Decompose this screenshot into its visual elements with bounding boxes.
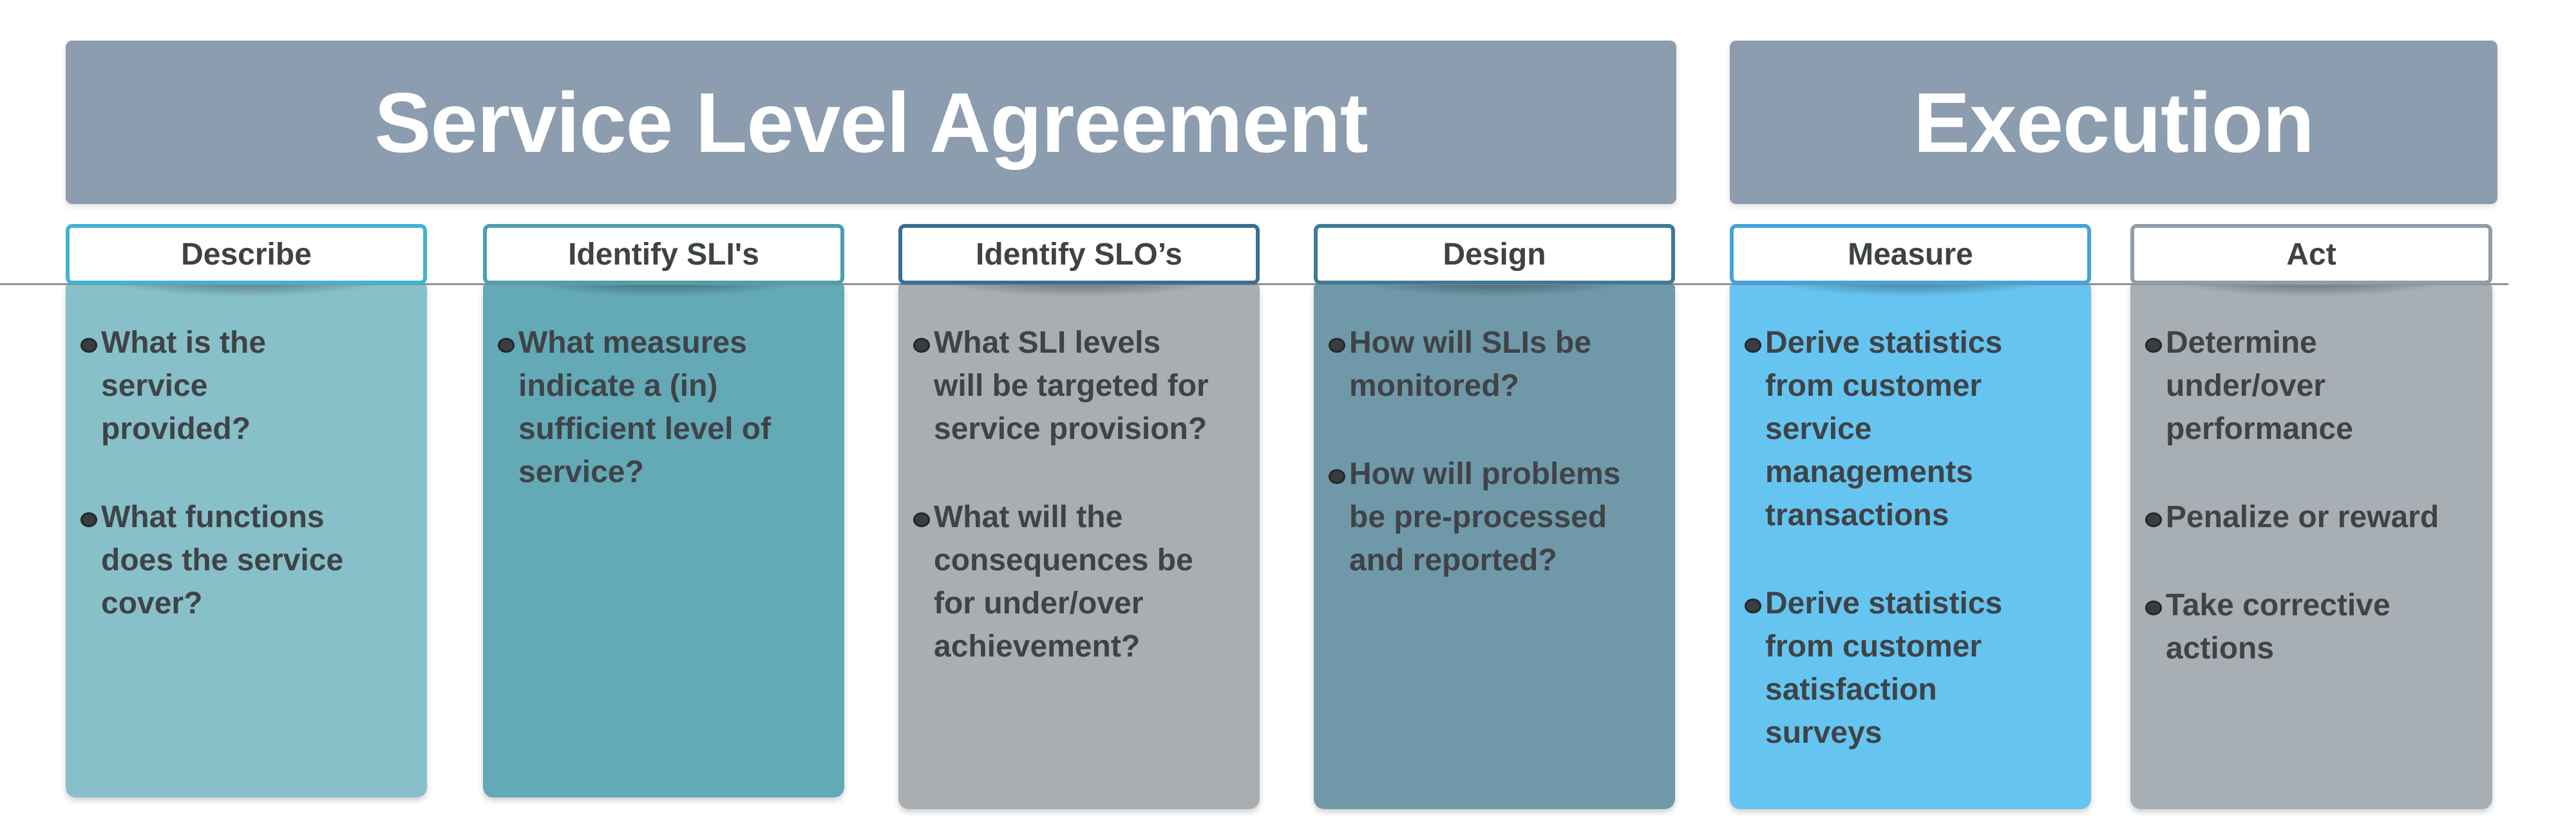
bullet-list: How will SLIs be monitored? How will pro…: [1314, 285, 1675, 582]
column-header-act: Act: [2130, 224, 2492, 284]
column-header-describe: Describe: [66, 224, 427, 284]
bullet-item: Derive statistics from customer service …: [1745, 321, 2083, 537]
bullet-list: Determine under/over performance Penaliz…: [2130, 285, 2492, 670]
bullet-item: What SLI levels will be targeted for ser…: [913, 321, 1252, 451]
bullet-item: How will SLIs be monitored?: [1329, 321, 1667, 407]
bullet-item: What measures indicate a (in) sufficient…: [498, 321, 837, 494]
bullet-item: Determine under/over performance: [2145, 321, 2485, 451]
column-header-measure: Measure: [1730, 224, 2091, 284]
bullet-list: What is the service provided? What funct…: [66, 285, 427, 625]
bullet-list: Derive statistics from customer service …: [1730, 285, 2091, 754]
bullet-item: What will the consequences be for under/…: [913, 496, 1252, 668]
column-body-identify-slis: What measures indicate a (in) sufficient…: [483, 285, 844, 797]
bullet-list: What SLI levels will be targeted for ser…: [898, 285, 1260, 668]
column-body-act: Determine under/over performance Penaliz…: [2130, 285, 2492, 809]
column-header-design: Design: [1314, 224, 1675, 284]
bullet-item: What functions does the service cover?: [80, 496, 419, 625]
column-header-identify-slos: Identify SLO’s: [898, 224, 1260, 284]
bullet-item: Take corrective actions: [2145, 584, 2485, 670]
column-body-measure: Derive statistics from customer service …: [1730, 285, 2091, 809]
column-body-identify-slos: What SLI levels will be targeted for ser…: [898, 285, 1260, 809]
column-body-design: How will SLIs be monitored? How will pro…: [1314, 285, 1675, 809]
phase-title-service-level-agreement: Service Level Agreement: [374, 75, 1368, 170]
bullet-list: What measures indicate a (in) sufficient…: [483, 285, 844, 494]
bullet-item: Penalize or reward: [2145, 496, 2485, 539]
bullet-item: Derive statistics from customer satisfac…: [1745, 582, 2083, 754]
bullet-item: How will problems be pre-processed and r…: [1329, 452, 1667, 582]
phase-title-execution: Execution: [1913, 75, 2315, 170]
phase-band-execution: Execution: [1730, 41, 2497, 204]
column-header-identify-slis: Identify SLI's: [483, 224, 844, 284]
phase-band-service-level-agreement: Service Level Agreement: [66, 41, 1676, 204]
bullet-item: What is the service provided?: [80, 321, 419, 451]
column-body-describe: What is the service provided? What funct…: [66, 285, 427, 797]
